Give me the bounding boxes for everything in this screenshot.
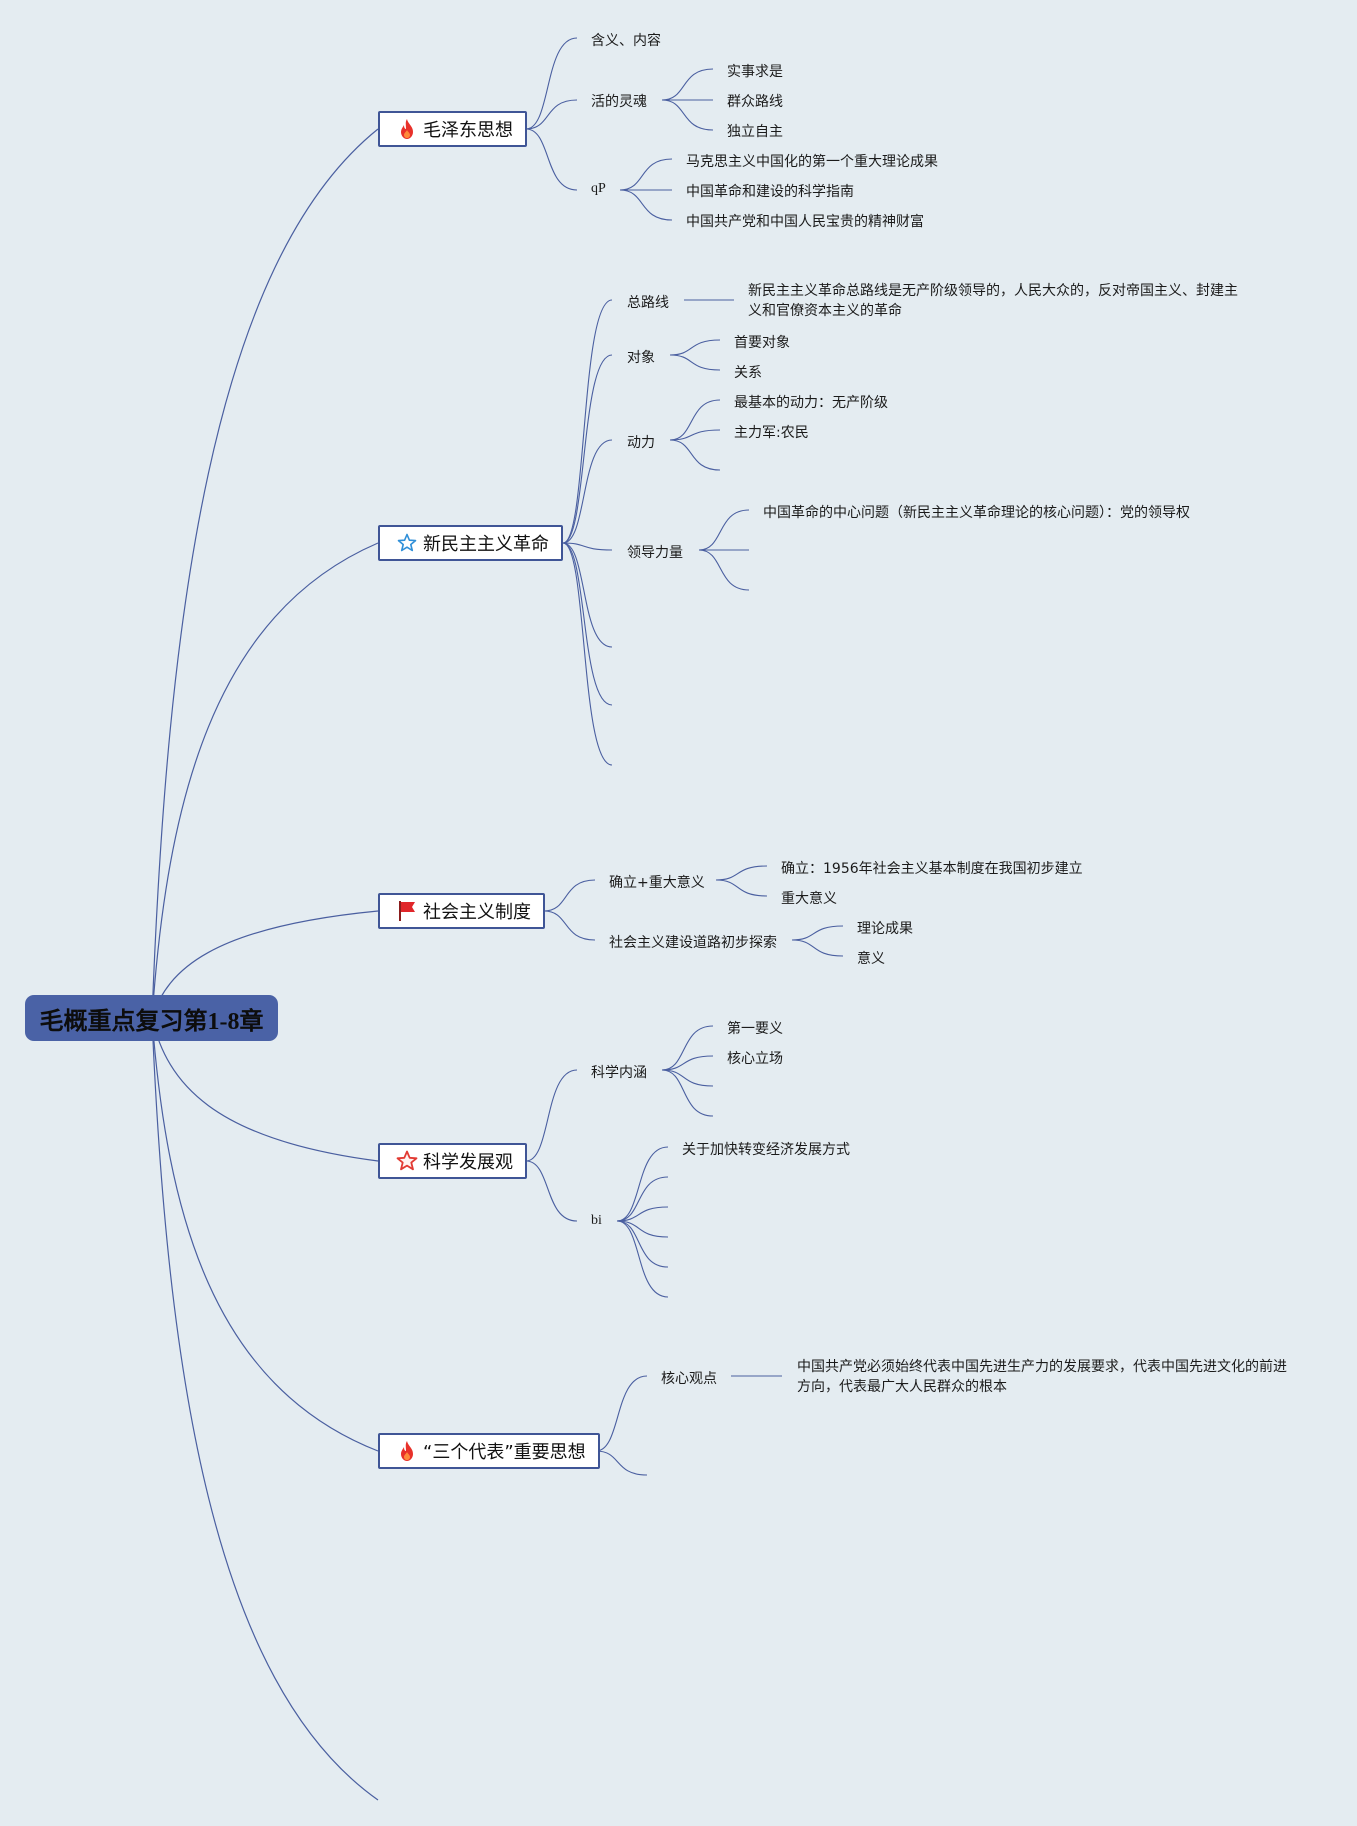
connector-line: [525, 1069, 578, 1162]
topic-label: 社会主义制度: [423, 902, 531, 923]
connector-line: [619, 189, 673, 221]
connector-line: [669, 399, 721, 441]
branch-line: [562, 354, 613, 544]
leaf-item[interactable]: 意义: [857, 951, 885, 967]
connector-line: [698, 549, 750, 591]
topic-scientific-outlook[interactable]: 科学发展观: [378, 1143, 527, 1179]
connector-line: [661, 1069, 714, 1087]
star-outline-icon: [396, 531, 418, 555]
leaf-item[interactable]: 群众路线: [727, 94, 783, 110]
connector-line: [619, 158, 673, 191]
leaf-item[interactable]: 关系: [734, 365, 762, 381]
leaf-item[interactable]: 马克思主义中国化的第一个重大理论成果: [686, 154, 938, 170]
leaf-item[interactable]: 中国革命的中心问题（新民主主义革命理论的核心问题）：党的领导权: [763, 505, 1190, 521]
red-star-icon: [396, 1149, 418, 1173]
topic-label: 科学发展观: [423, 1152, 513, 1173]
red-flag-icon: [396, 899, 418, 923]
root-branch-line: [151, 128, 379, 1019]
root-branch-line: [151, 542, 379, 1019]
branch-line: [525, 128, 578, 191]
leaf-item[interactable]: 重大意义: [781, 891, 837, 907]
subtopic-qp[interactable]: qP: [591, 181, 606, 196]
connector-line: [525, 1160, 578, 1222]
root-topic[interactable]: 毛概重点复习第1-8章: [25, 995, 278, 1041]
connector-line: [698, 509, 750, 551]
connector-line: [661, 1055, 714, 1071]
leaf-item[interactable]: 中国共产党和中国人民宝贵的精神财富: [686, 214, 924, 230]
leaf-item[interactable]: 确立：1956年社会主义基本制度在我国初步建立: [781, 861, 1083, 877]
branch-line: [562, 299, 613, 544]
leaf-item[interactable]: 理论成果: [857, 921, 913, 937]
root-branch-line: [151, 1017, 379, 1162]
connector-line: [661, 1069, 714, 1117]
subtopic-driving-force[interactable]: 动力: [627, 435, 655, 451]
topic-maozedong-thought[interactable]: 毛泽东思想: [378, 111, 527, 147]
leaf-item[interactable]: 中国革命和建设的科学指南: [686, 184, 854, 200]
connector-line: [661, 68, 714, 101]
leaf-item[interactable]: 主力军:农民: [734, 425, 809, 441]
connector-line: [543, 910, 596, 941]
connector-line: [616, 1220, 669, 1238]
connector-line: [669, 339, 721, 356]
leaf-item[interactable]: 中国共产党必须始终代表中国先进生产力的发展要求，代表中国先进文化的前进方向，代表…: [797, 1359, 1287, 1395]
subtopic-living-soul[interactable]: 活的灵魂: [591, 94, 647, 110]
connector-line: [616, 1146, 669, 1222]
connector-line: [661, 1025, 714, 1071]
subtopic-meaning-content[interactable]: 含义、内容: [591, 33, 661, 49]
subtopic-scientific-connotation[interactable]: 科学内涵: [591, 1065, 647, 1081]
connector-line: [616, 1206, 669, 1222]
branch-line: [525, 37, 578, 130]
branch-line: [562, 542, 613, 766]
root-branch-line: [151, 1017, 379, 1452]
connector-line: [616, 1220, 669, 1298]
topic-label: 新民主主义革命: [423, 534, 549, 555]
connector-line: [669, 439, 721, 471]
connector-line: [543, 879, 596, 912]
connector-line: [669, 429, 721, 441]
subtopic-core-view[interactable]: 核心观点: [661, 1371, 717, 1387]
branch-line: [525, 99, 578, 130]
branch-line: [562, 439, 613, 544]
connector-line: [595, 1450, 648, 1476]
leaf-item[interactable]: 核心立场: [727, 1051, 783, 1067]
topic-new-democratic-revolution[interactable]: 新民主主义革命: [378, 525, 563, 561]
branch-line: [562, 542, 613, 551]
connector-line: [661, 99, 714, 131]
connector-line: [616, 1176, 669, 1222]
subtopic-general-line[interactable]: 总路线: [627, 295, 669, 311]
connector-line: [595, 1375, 648, 1452]
connector-line: [791, 939, 844, 957]
connector-line: [616, 1220, 669, 1268]
subtopic-leadership[interactable]: 领导力量: [627, 545, 683, 561]
subtopic-target[interactable]: 对象: [627, 350, 655, 366]
connector-line: [669, 354, 721, 371]
topic-label: 毛泽东思想: [423, 120, 513, 141]
subtopic-establishment[interactable]: 确立+重大意义: [609, 875, 705, 891]
fire-icon: [396, 1439, 418, 1463]
fire-icon: [396, 117, 418, 141]
leaf-item[interactable]: 第一要义: [727, 1021, 783, 1037]
leaf-item[interactable]: 最基本的动力：无产阶级: [734, 395, 888, 411]
topic-three-represents[interactable]: “三个代表”重要思想: [378, 1433, 600, 1469]
connector-line: [715, 865, 768, 881]
branch-line: [562, 542, 613, 648]
branch-line: [562, 542, 613, 706]
leaf-item[interactable]: 首要对象: [734, 335, 790, 351]
subtopic-bi[interactable]: bi: [591, 1213, 602, 1228]
subtopic-early-exploration[interactable]: 社会主义建设道路初步探索: [609, 935, 777, 951]
topic-label: “三个代表”重要思想: [423, 1442, 586, 1463]
leaf-item[interactable]: 新民主主义革命总路线是无产阶级领导的，人民大众的，反对帝国主义、封建主义和官僚资…: [748, 283, 1238, 319]
leaf-item[interactable]: 独立自主: [727, 124, 783, 140]
connector-line: [791, 925, 844, 941]
leaf-item[interactable]: 关于加快转变经济发展方式: [682, 1142, 850, 1158]
topic-socialist-system[interactable]: 社会主义制度: [378, 893, 545, 929]
root-branch-line: [151, 1017, 379, 1801]
leaf-item[interactable]: 实事求是: [727, 64, 783, 80]
connector-line: [715, 879, 768, 897]
